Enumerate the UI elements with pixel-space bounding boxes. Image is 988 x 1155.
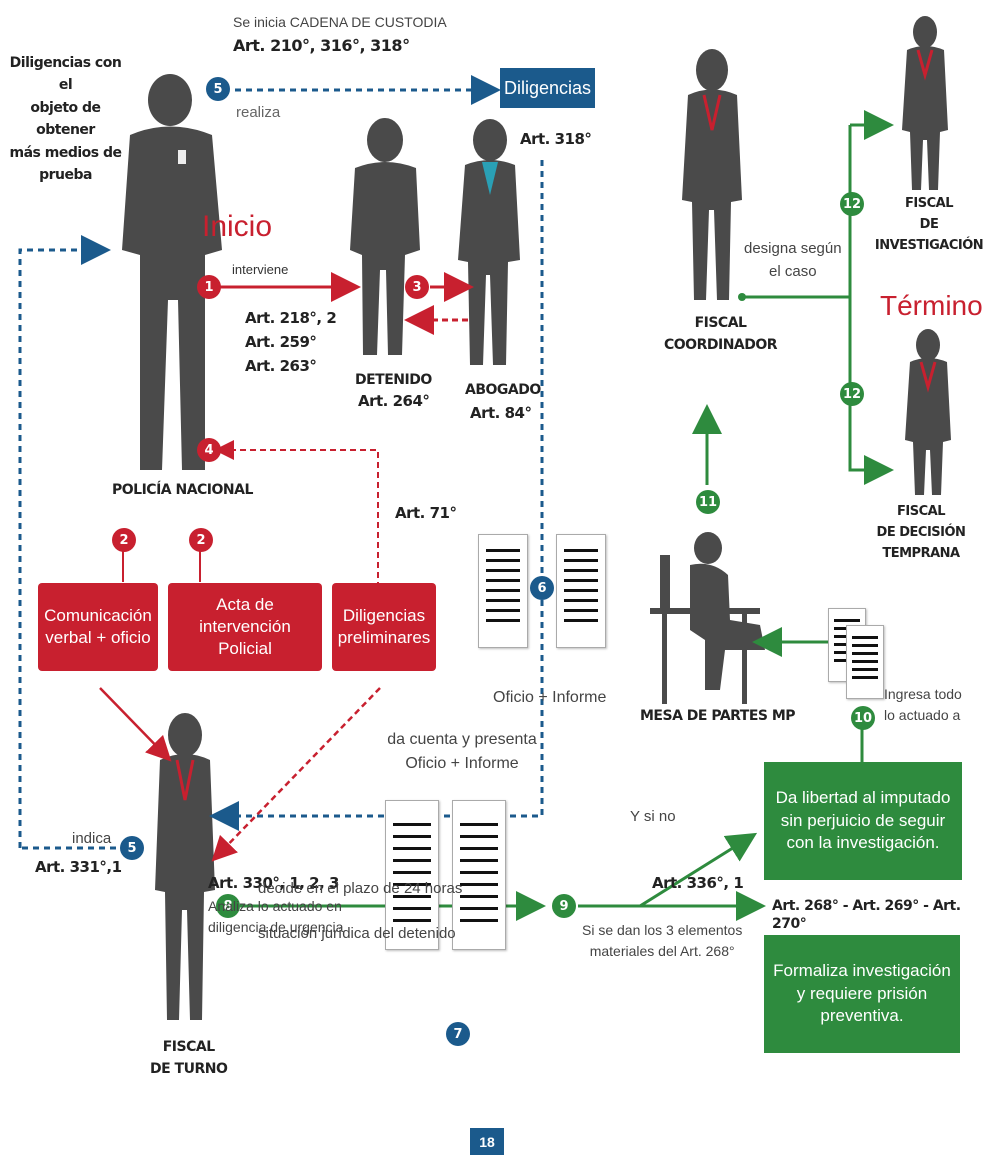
diligencias-box: Diligencias (500, 68, 595, 108)
custody-title: Se inicia CADENA DE CUSTODIA (233, 14, 447, 30)
formaliza-box: Formaliza investigación y requiere prisi… (764, 935, 960, 1053)
analiza-label: Analiza lo actuado en diligencia de urge… (208, 898, 344, 935)
fiscal-coordinador-figure (682, 49, 742, 300)
fiscal-decision-figure (905, 329, 951, 495)
abogado-label: ABOGADO (465, 382, 541, 398)
fiscal-investigacion-label: FISCAL DE INVESTIGACIÓN (874, 196, 984, 253)
diligencias-art: Art. 318° (520, 130, 592, 148)
stack-doc-2-icon (846, 625, 884, 699)
mesa-partes-label: MESA DE PARTES MP (640, 708, 796, 724)
step-badge-8: 8 (216, 894, 240, 918)
page-number: 18 (470, 1128, 504, 1155)
arts-268-label: Art. 268° - Art. 269° - Art. 270° (772, 898, 961, 932)
art71-label: Art. 71° (395, 504, 457, 522)
fiscal-decision-label: FISCAL DE DECISIÓN TEMPRANA (876, 504, 966, 561)
step-badge-12a: 12 (840, 192, 864, 216)
step-badge-3: 3 (405, 275, 429, 299)
fiscal-turno-arts: Art. 330°, 1, 2, 3 (208, 874, 339, 892)
step-badge-2b: 2 (189, 528, 213, 552)
mesa-partes-figure (650, 532, 765, 704)
art331-label: Art. 331°,1 (35, 858, 122, 876)
step-badge-11: 11 (696, 490, 720, 514)
situacion-label: situación jurídica del detenido (258, 925, 456, 942)
designa-label: designa según el caso (744, 240, 842, 280)
detenido-label: DETENIDO (355, 372, 432, 388)
realiza-label: realiza (236, 104, 281, 121)
inicio-label: Inicio (202, 210, 273, 243)
oficio-doc-2-icon (385, 800, 439, 950)
step-badge-7: 7 (446, 1022, 470, 1046)
step-badge-5-bottom: 5 (120, 836, 144, 860)
step-badge-6: 6 (530, 576, 554, 600)
policia-label: POLICÍA NACIONAL (112, 482, 253, 498)
left-note: Diligencias con el objeto de obtener más… (9, 55, 123, 183)
detenido-art: Art. 264° (358, 392, 430, 410)
acta-box: Acta de intervención Policial (168, 583, 322, 671)
informe-doc-icon (556, 534, 606, 648)
fiscal-turno-label: FISCAL DE TURNO (150, 1039, 228, 1078)
abogado-art: Art. 84° (470, 404, 532, 422)
step-badge-10: 10 (851, 706, 875, 730)
step-badge-5-top: 5 (206, 77, 230, 101)
libertad-box: Da libertad al imputado sin perjuicio de… (764, 762, 962, 880)
step-badge-1: 1 (197, 275, 221, 299)
oficio-informe-label: Oficio + Informe (493, 689, 607, 706)
custody-arts: Art. 210°, 316°, 318° (233, 36, 410, 55)
da-cuenta-label: da cuenta y presenta Oficio + Informe (387, 731, 537, 772)
decide-label: decide en el plazo de 24 horas (258, 880, 463, 897)
interviene-label: interviene (232, 262, 289, 277)
oficio-doc-icon (478, 534, 528, 648)
ingresa-label: Ingresa todo lo actuado a (884, 686, 962, 723)
step-badge-12b: 12 (840, 382, 864, 406)
art336-label: Art. 336°, 1 (652, 874, 744, 892)
step-badge-2a: 2 (112, 528, 136, 552)
si-se-dan-label: Si se dan los 3 elementos materiales del… (582, 922, 743, 959)
step-badge-9: 9 (552, 894, 576, 918)
y-si-no-label: Y si no (630, 808, 676, 825)
termino-label: Término (880, 290, 983, 321)
step-badge-4: 4 (197, 438, 221, 462)
fiscal-investigacion-figure (902, 16, 948, 190)
informe-doc-2-icon (452, 800, 506, 950)
comunicacion-box: Comunicación verbal + oficio (38, 583, 158, 671)
fiscal-coordinador-label: FISCAL COORDINADOR (664, 315, 778, 354)
diligencias-preliminares-box: Diligencias preliminares (332, 583, 436, 671)
abogado-figure (458, 119, 520, 365)
fiscal-turno-figure (155, 713, 215, 1020)
indica-label: indica (72, 830, 112, 847)
policia-figure (122, 74, 222, 470)
detenido-figure (350, 118, 420, 355)
arts-interviene: Art. 218°, 2 Art. 259° Art. 263° (245, 309, 337, 375)
